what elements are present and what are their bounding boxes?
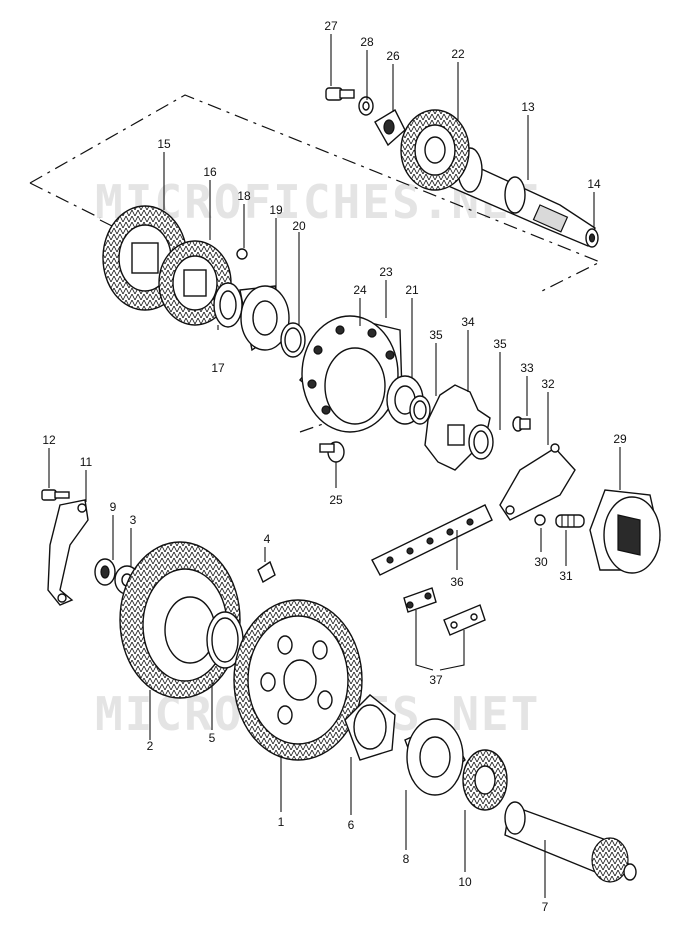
callout-30: 30 bbox=[534, 555, 548, 569]
gear-10 bbox=[462, 749, 508, 811]
bearing-19 bbox=[239, 285, 290, 352]
washer-9 bbox=[94, 558, 116, 586]
callout-13: 13 bbox=[521, 100, 535, 114]
callout-33: 33 bbox=[520, 361, 534, 375]
callout-17: 17 bbox=[211, 361, 225, 375]
callout-23: 23 bbox=[379, 265, 393, 279]
washer-26 bbox=[374, 109, 406, 147]
callout-19: 19 bbox=[269, 203, 283, 217]
plate-32 bbox=[499, 443, 576, 521]
callout-25: 25 bbox=[329, 493, 343, 507]
callout-31: 31 bbox=[559, 569, 573, 583]
circlip-35-upper bbox=[409, 395, 431, 425]
circlip-20 bbox=[280, 322, 306, 358]
callout-18: 18 bbox=[237, 189, 251, 203]
hub-6 bbox=[344, 694, 396, 761]
chain-link-37-pin bbox=[403, 587, 437, 613]
callout-35-lower: 35 bbox=[493, 337, 507, 351]
gear-1 bbox=[233, 599, 363, 761]
spring-31 bbox=[555, 514, 585, 528]
callouts: 27 28 26 22 13 14 15 16 18 19 20 17 23 2… bbox=[42, 19, 627, 914]
callout-6: 6 bbox=[348, 818, 355, 832]
callout-35-upper: 35 bbox=[429, 328, 443, 342]
callout-28: 28 bbox=[360, 35, 374, 49]
callout-37: 37 bbox=[429, 673, 443, 687]
bolt-27 bbox=[325, 87, 355, 101]
gear-22 bbox=[400, 109, 470, 191]
circlip-5 bbox=[206, 611, 244, 669]
gear-16 bbox=[158, 240, 232, 326]
assembly-outline bbox=[29, 94, 602, 293]
bolt-33 bbox=[512, 416, 531, 432]
key-4 bbox=[257, 560, 276, 584]
callout-32: 32 bbox=[541, 377, 555, 391]
bolt-12 bbox=[41, 489, 70, 501]
callout-12: 12 bbox=[42, 433, 56, 447]
callout-20: 20 bbox=[292, 219, 306, 233]
housing-24 bbox=[299, 315, 403, 433]
callout-1: 1 bbox=[278, 815, 285, 829]
callout-34: 34 bbox=[461, 315, 475, 329]
washer-28 bbox=[358, 96, 374, 116]
callout-10: 10 bbox=[458, 875, 472, 889]
bolt-14 bbox=[585, 228, 599, 248]
stopper-11 bbox=[47, 499, 89, 606]
callout-5: 5 bbox=[209, 731, 216, 745]
washer-17 bbox=[213, 282, 243, 328]
callout-26: 26 bbox=[386, 49, 400, 63]
callout-3: 3 bbox=[130, 513, 137, 527]
callout-7: 7 bbox=[542, 900, 549, 914]
callout-14: 14 bbox=[587, 177, 601, 191]
callout-21: 21 bbox=[405, 283, 419, 297]
callout-29: 29 bbox=[613, 432, 627, 446]
callout-36: 36 bbox=[450, 575, 464, 589]
bolt-25 bbox=[319, 441, 345, 463]
chain-36 bbox=[371, 504, 493, 576]
callout-11: 11 bbox=[80, 455, 93, 469]
shaft-7 bbox=[504, 801, 637, 883]
callout-9: 9 bbox=[110, 500, 117, 514]
callout-24: 24 bbox=[353, 283, 367, 297]
callout-22: 22 bbox=[451, 47, 465, 61]
leader-lines bbox=[48, 34, 621, 898]
callout-27: 27 bbox=[324, 19, 338, 33]
bearing-8 bbox=[404, 718, 466, 796]
ball-18 bbox=[236, 248, 248, 260]
circlip-35-lower bbox=[468, 424, 494, 460]
callout-4: 4 bbox=[264, 532, 271, 546]
callout-2: 2 bbox=[147, 739, 154, 753]
callout-8: 8 bbox=[403, 852, 410, 866]
callout-16: 16 bbox=[203, 165, 217, 179]
dowel-30 bbox=[534, 514, 546, 526]
callout-15: 15 bbox=[157, 137, 171, 151]
chain-link-37-plate bbox=[443, 604, 486, 636]
cover-29 bbox=[589, 489, 661, 574]
